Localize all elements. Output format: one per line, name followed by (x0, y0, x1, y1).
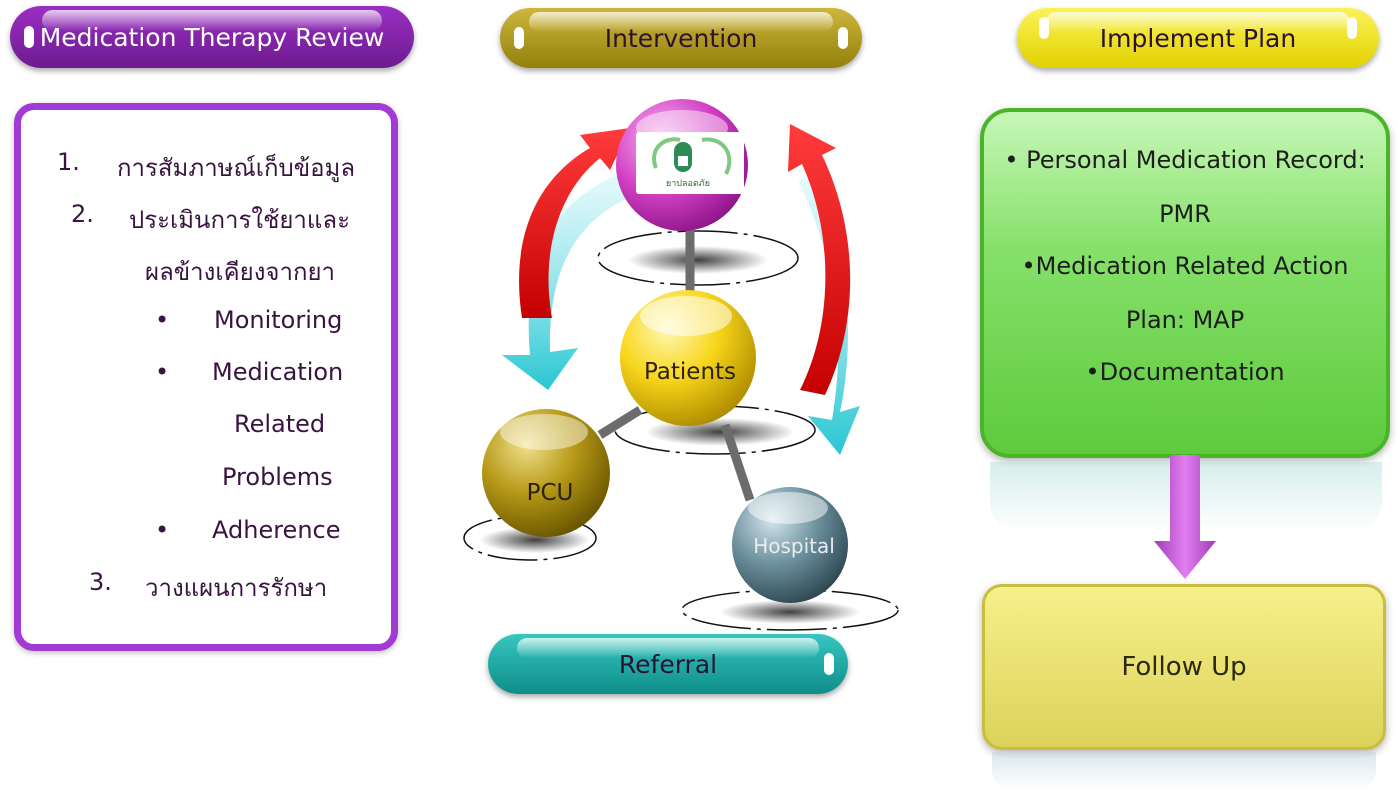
patients-label: Patients (644, 359, 736, 385)
return-arrow-left (519, 128, 630, 318)
header-nub (1039, 17, 1049, 40)
pcu-label: PCU (527, 480, 574, 506)
list-item: Monitoring (214, 306, 343, 334)
intervention-header: Intervention (500, 8, 862, 68)
medication-review-box: 1. การสัมภาษณ์เก็บข้อมูล 2. ประเมินการใช… (14, 103, 398, 651)
header-nub (24, 26, 34, 48)
pharmacy-logo-text: ยาปลอดภัย (666, 179, 710, 189)
medication-therapy-review-header: Medication Therapy Review (10, 6, 414, 68)
referral-header: Referral (488, 634, 848, 694)
list-item: การสัมภาษณ์เก็บข้อมูล (117, 154, 356, 182)
follow-up-reflection (992, 752, 1376, 790)
referral-title: Referral (618, 649, 718, 679)
header-nub (514, 27, 524, 49)
implement-plan-title: Implement Plan (1099, 23, 1297, 53)
plan-line: PMR (1159, 200, 1211, 228)
header-nub (1347, 17, 1357, 40)
sphere-highlight (748, 492, 828, 524)
header-shine (1045, 12, 1351, 33)
plan-line: • Personal Medication Record: (1004, 146, 1366, 174)
list-item: วางแผนการรักษา (145, 574, 328, 602)
list-marker: • (155, 516, 170, 544)
header-shine (516, 638, 820, 659)
list-item: Adherence (212, 516, 341, 544)
header-nub (838, 27, 848, 49)
list-item: Medication (212, 358, 344, 386)
down-arrow (1154, 455, 1216, 579)
shadow (628, 246, 768, 274)
header-shine (528, 12, 834, 33)
list-marker: • (155, 306, 170, 334)
list-item: Problems (222, 463, 333, 491)
sphere-highlight (640, 296, 732, 336)
follow-up-box: Follow Up (982, 584, 1386, 750)
medication-therapy-review-title: Medication Therapy Review (39, 22, 385, 52)
header-shine (42, 10, 382, 32)
intervention-title: Intervention (604, 23, 758, 53)
plan-line: •Documentation (1085, 358, 1285, 386)
referral-arrow-right (798, 175, 860, 455)
sphere-highlight (500, 414, 588, 450)
list-marker: 1. (57, 148, 80, 176)
return-arrow-right (788, 124, 851, 395)
implement-plan-box: • Personal Medication Record: PMR •Medic… (980, 108, 1390, 458)
plan-line: Plan: MAP (1125, 306, 1245, 334)
plan-line: •Medication Related Action (1021, 252, 1349, 280)
shadow (720, 600, 860, 624)
hospital-label: Hospital (753, 534, 835, 558)
list-item: ผลข้างเคียงจากยา (145, 258, 336, 286)
pill-capsule-icon (652, 137, 732, 175)
follow-up-label: Follow Up (1121, 652, 1247, 682)
patient-network-diagram: ยาปลอดภัย Patients PCU Hospital (463, 99, 899, 631)
referral-arrow-left (502, 172, 635, 390)
pcu-node (482, 409, 610, 537)
ground-ring (597, 230, 799, 286)
list-item: ประเมินการใช้ยาและ (129, 206, 350, 234)
list-item: Related (234, 410, 326, 438)
list-marker: • (155, 358, 170, 386)
implement-plan-header: Implement Plan (1017, 8, 1379, 68)
list-marker: 2. (71, 200, 94, 228)
header-nub (824, 653, 834, 675)
list-marker: 3. (89, 568, 112, 596)
connector (720, 423, 755, 502)
connector (597, 406, 643, 439)
